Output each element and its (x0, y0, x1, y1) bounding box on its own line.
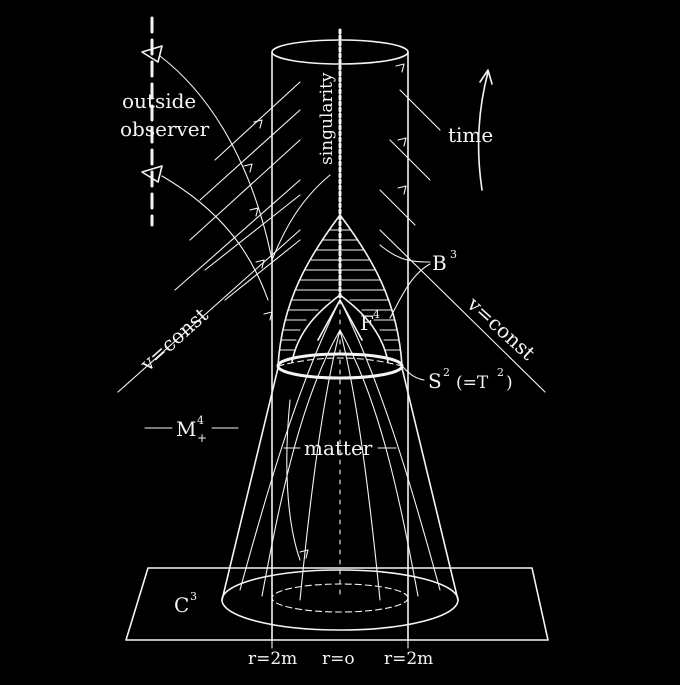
cone-interior-line (339, 329, 419, 597)
light-signal-curve (161, 175, 269, 301)
s2-paren-sup: 2 (497, 366, 504, 379)
cone-interior-line (339, 329, 381, 601)
r-right-label: r=2m (384, 649, 433, 669)
cone-left-edge (221, 367, 279, 601)
s2-paren-label: (=T (456, 373, 489, 393)
c3-plane (125, 567, 549, 641)
light-signal-curve (159, 55, 273, 261)
r-left-label: r=2m (248, 649, 297, 669)
light-signal-curve (271, 174, 331, 261)
r-center-label: r=o (322, 649, 355, 669)
observer-label: observer (120, 117, 210, 141)
cone-interior-line (239, 299, 341, 591)
b3-label: B (432, 251, 447, 275)
singularity-label: singularity (317, 72, 337, 165)
c3-sup: 3 (190, 590, 197, 603)
right-null-lines (379, 89, 546, 393)
cone-interior-line (261, 329, 341, 597)
cone-interior-line (339, 299, 441, 591)
s2-close: ) (506, 373, 513, 393)
s2-sup: 2 (443, 366, 450, 379)
v-const-left-label: v=const (135, 303, 213, 377)
m4-sup: 4 (197, 414, 204, 427)
outside-label: outside (122, 89, 196, 113)
v-const-right-label: v=const (462, 291, 540, 365)
f4-label: F (360, 311, 374, 335)
observer-eye-icon (141, 45, 163, 63)
cone-right-edge (401, 367, 459, 601)
time-arrow (477, 71, 489, 191)
cylinder-bottom-ellipse (271, 583, 409, 613)
b3-leader (379, 244, 431, 263)
c3-label: C (174, 593, 189, 617)
b3-leader (389, 263, 431, 319)
m4-sub: + (197, 431, 207, 445)
light-cone-marks (243, 63, 407, 559)
time-arrow-head (479, 69, 493, 85)
light-signal-curve (286, 399, 301, 561)
time-label: time (448, 123, 493, 147)
observer-eye-icon (141, 165, 163, 183)
s2-label: S (428, 369, 442, 393)
f4-sup: 4 (373, 308, 380, 321)
b3-sup: 3 (450, 248, 457, 261)
matter-label: matter (304, 436, 373, 460)
s2-leader (401, 365, 425, 381)
s2-back-half (277, 357, 403, 367)
m4-label: M (176, 417, 196, 441)
cone-base-ellipse (221, 569, 459, 631)
matter-cone (221, 299, 459, 631)
